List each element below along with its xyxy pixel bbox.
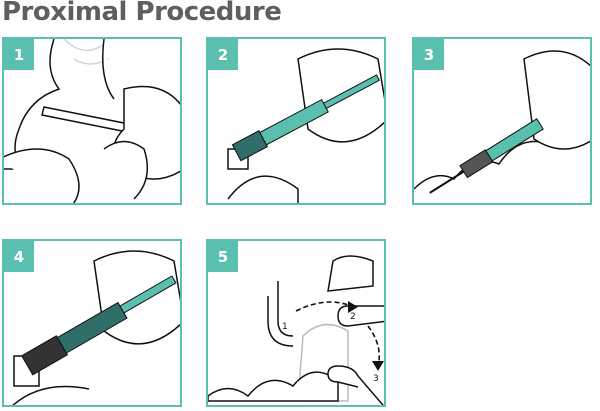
step-5-illustration: 1 2 3 — [208, 255, 384, 405]
step-1-panel: 1 — [2, 37, 182, 205]
position-label-3: 3 — [373, 374, 379, 384]
step-number-badge: 5 — [208, 241, 238, 272]
step-4-panel: 4 — [2, 239, 182, 407]
step-number-badge: 2 — [208, 39, 238, 70]
step-4-illustration — [12, 250, 180, 405]
step-3-illustration — [414, 50, 590, 194]
step-number-badge: 4 — [4, 241, 34, 272]
step-number-badge: 1 — [4, 39, 34, 70]
step-3-panel: 3 — [412, 37, 592, 205]
position-label-1: 1 — [282, 322, 288, 332]
step-1-illustration — [4, 39, 180, 203]
step-5-panel: 5 1 2 3 — [206, 239, 386, 407]
position-label-2: 2 — [350, 312, 356, 322]
step-number-badge: 3 — [414, 39, 444, 70]
page-title: Proximal Procedure — [2, 0, 282, 27]
step-2-illustration — [227, 48, 384, 203]
step-2-panel: 2 — [206, 37, 386, 205]
